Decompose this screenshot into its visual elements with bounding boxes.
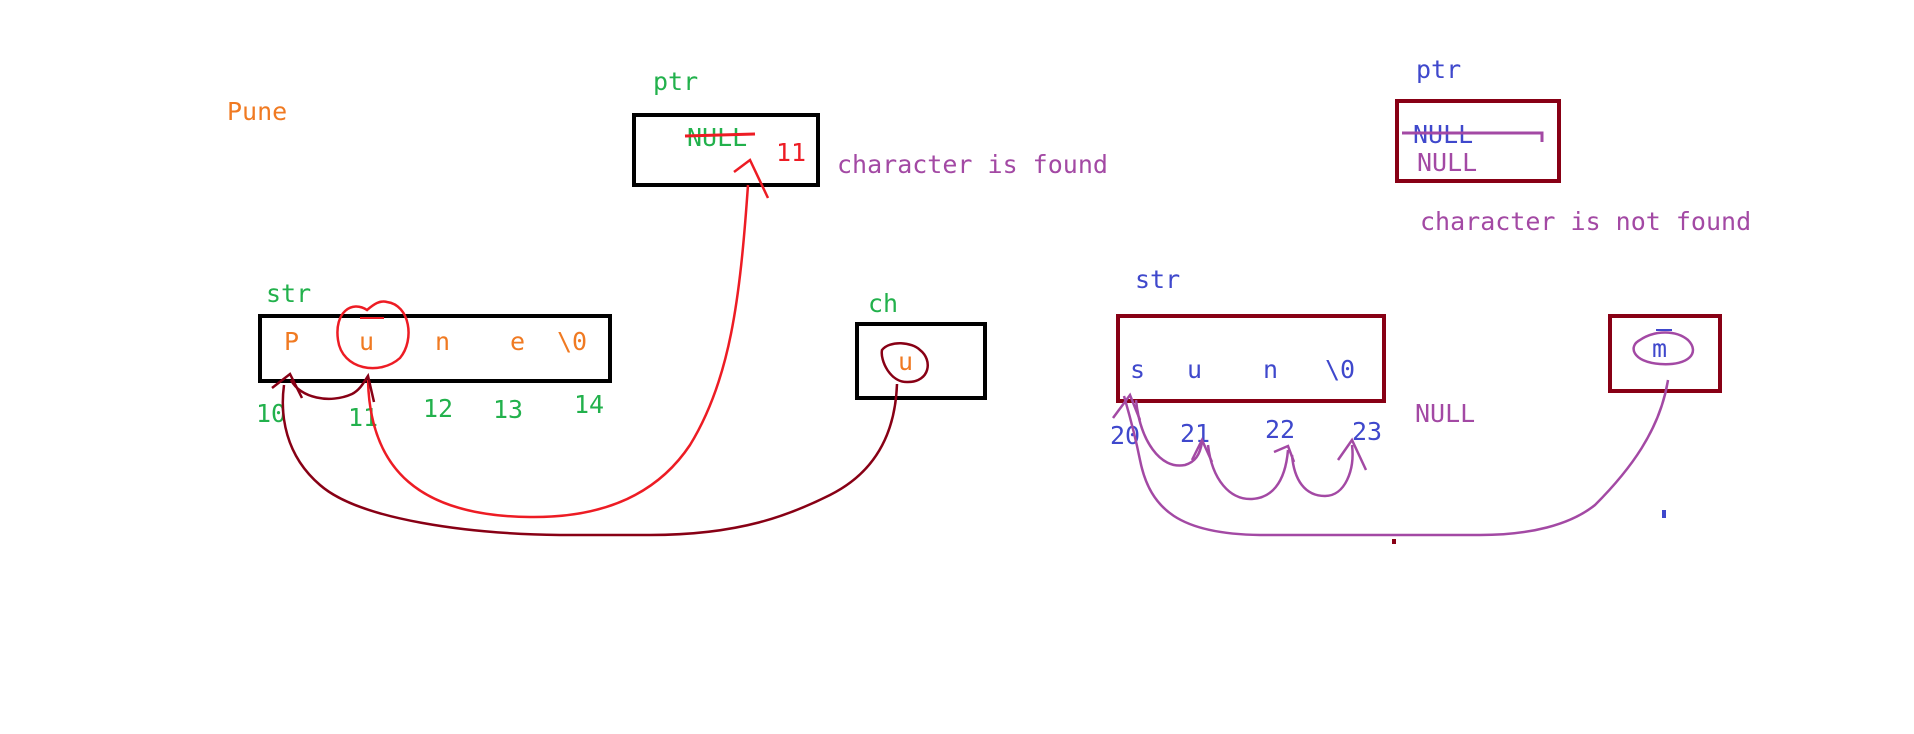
step-arrow [289,372,376,403]
left-ptr-strike-line [684,132,756,138]
right-ptr-strike-line [1402,131,1544,142]
left-ptr-box [632,113,820,187]
right-str-cell: s [1130,355,1145,384]
step-arrowhead-22-23 [1336,437,1368,471]
right-ptr-box [1395,99,1561,183]
left-str-cell: P [284,327,299,356]
left-str-address: 12 [423,394,453,423]
right-str-box [1116,314,1386,403]
ptr-assign-arrow [366,184,750,519]
not-found-message: character is not found [1420,207,1751,236]
left-str-label: str [266,279,311,308]
step-arrowhead-21-22 [1273,444,1296,463]
string-end-null: NULL [1415,399,1475,428]
match-circle [336,300,410,370]
stray-dot [1662,510,1666,518]
right-ptr-value: NULL [1417,148,1477,177]
right-str-address: 22 [1265,415,1295,444]
stray-dot [1392,539,1396,544]
found-message: character is found [837,150,1108,179]
right-ptr-label: ptr [1416,55,1461,84]
left-ptr-label: ptr [653,67,698,96]
left-str-cell: u [359,327,374,356]
left-ptr-value: 11 [776,138,806,167]
step-arrow-21-22 [1206,444,1290,501]
compare-arrowhead [271,372,304,399]
left-str-cell: n [435,327,450,356]
right-ch-circle [1632,331,1695,366]
compare-arrow [281,383,899,537]
left-ptr-null-struck: NULL [687,123,747,152]
left-str-cell: e [510,327,525,356]
left-ch-value: u [898,347,913,376]
right-str-address: 21 [1180,419,1210,448]
right-str-cell: \0 [1325,355,1355,384]
left-str-address: 10 [256,399,286,428]
left-str-address: 13 [493,395,523,424]
left-str-box [258,314,612,383]
ptr-assign-arrowhead [733,158,770,199]
left-str-address: 14 [574,390,604,419]
left-str-cell: \0 [557,327,587,356]
string-literal-heading: Pune [227,97,287,126]
right-str-address: 23 [1352,417,1382,446]
right-str-cell: n [1263,355,1278,384]
step-arrow-22-23 [1290,444,1354,498]
step-arrow-20-21 [1134,399,1204,467]
scan-arrow [1122,379,1670,537]
right-str-label: str [1135,265,1180,294]
ch-circle [880,342,929,384]
right-str-cell: u [1187,355,1202,384]
left-ch-label: ch [868,289,898,318]
right-ch-value: m [1652,334,1667,363]
left-ch-box [855,322,987,400]
